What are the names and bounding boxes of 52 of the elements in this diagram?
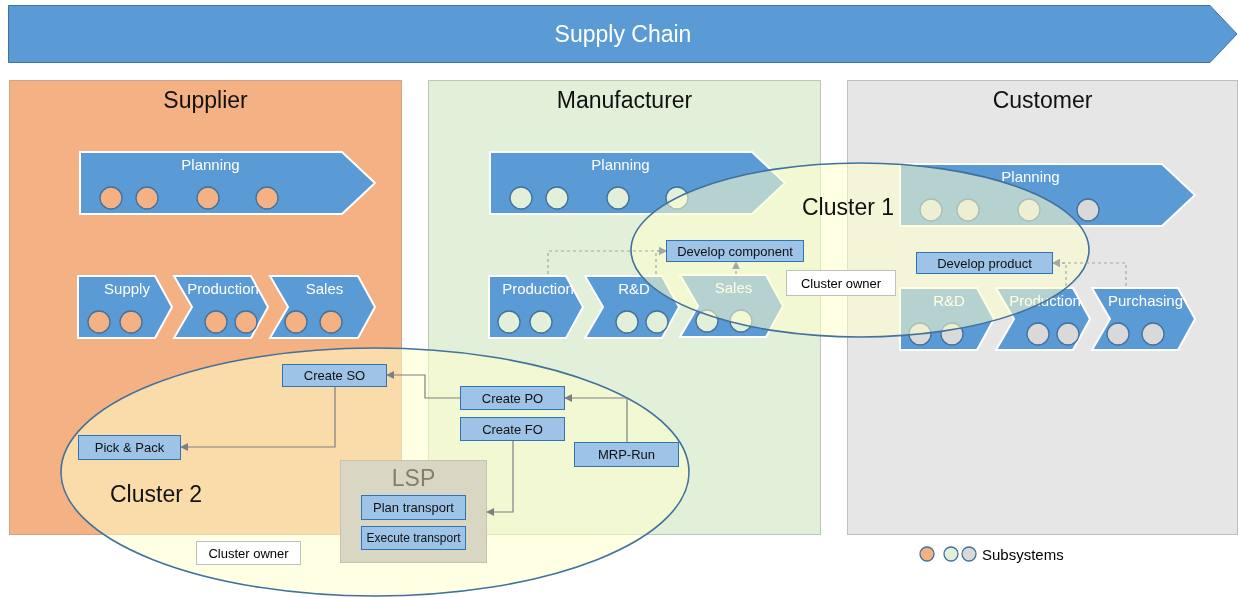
cluster-owner-box bbox=[786, 270, 896, 296]
cluster-label: Cluster 2 bbox=[110, 481, 203, 508]
process-label: Supply bbox=[104, 280, 150, 297]
cluster-owner-box bbox=[196, 541, 301, 565]
process-step bbox=[79, 151, 376, 215]
process-step bbox=[173, 275, 269, 339]
panel-title: Customer bbox=[992, 87, 1093, 114]
arrow bbox=[486, 440, 514, 516]
arrow bbox=[180, 386, 336, 451]
process-label: Production bbox=[502, 280, 574, 297]
owner-label: Cluster owner bbox=[208, 545, 289, 561]
dashed-arrow bbox=[1052, 259, 1127, 287]
process-step bbox=[899, 287, 995, 351]
panel-title: Manufacturer bbox=[556, 87, 693, 114]
cluster-ellipse bbox=[60, 347, 690, 597]
dashed-arrow bbox=[732, 261, 740, 275]
owner-label: Cluster owner bbox=[800, 275, 882, 291]
process-step bbox=[489, 151, 786, 215]
activity-box: Create FO bbox=[460, 417, 565, 441]
activity-box: Develop component bbox=[666, 240, 804, 262]
activity-box: Pick & Pack bbox=[78, 435, 181, 460]
process-label: Production bbox=[187, 280, 259, 297]
logistics-provider-box bbox=[340, 460, 487, 563]
activity-box: Create SO bbox=[282, 364, 387, 387]
arrow bbox=[564, 394, 628, 443]
dashed-arrow bbox=[655, 247, 667, 275]
process-label: R&D bbox=[933, 292, 965, 309]
process-step bbox=[584, 275, 680, 339]
process-step bbox=[1091, 287, 1196, 351]
activity-box: MRP-Run bbox=[574, 442, 679, 467]
process-label: Sales bbox=[714, 279, 753, 296]
box-heading: LSP bbox=[391, 465, 436, 492]
process-step bbox=[488, 275, 584, 339]
process-label: Planning bbox=[181, 156, 240, 173]
activity-box: Execute transport bbox=[361, 526, 466, 550]
process-label: Purchasing bbox=[1108, 292, 1183, 309]
process-step bbox=[269, 275, 376, 339]
process-step bbox=[679, 274, 784, 338]
panel-title: Supplier bbox=[163, 87, 248, 114]
legend-label: Subsystems bbox=[982, 545, 1064, 563]
cluster-label: Cluster 1 bbox=[802, 194, 895, 221]
arrow bbox=[386, 371, 461, 399]
process-label: Planning bbox=[1001, 168, 1060, 185]
activity-box: Develop product bbox=[916, 252, 1053, 274]
process-label: R&D bbox=[618, 280, 650, 297]
activity-box: Create PO bbox=[460, 386, 565, 410]
process-label: Planning bbox=[591, 156, 650, 173]
activity-box: Plan transport bbox=[361, 495, 466, 520]
banner-title: Supply Chain bbox=[554, 20, 692, 48]
process-step bbox=[77, 275, 173, 339]
process-step bbox=[899, 163, 1196, 227]
process-label: Sales bbox=[305, 280, 344, 297]
